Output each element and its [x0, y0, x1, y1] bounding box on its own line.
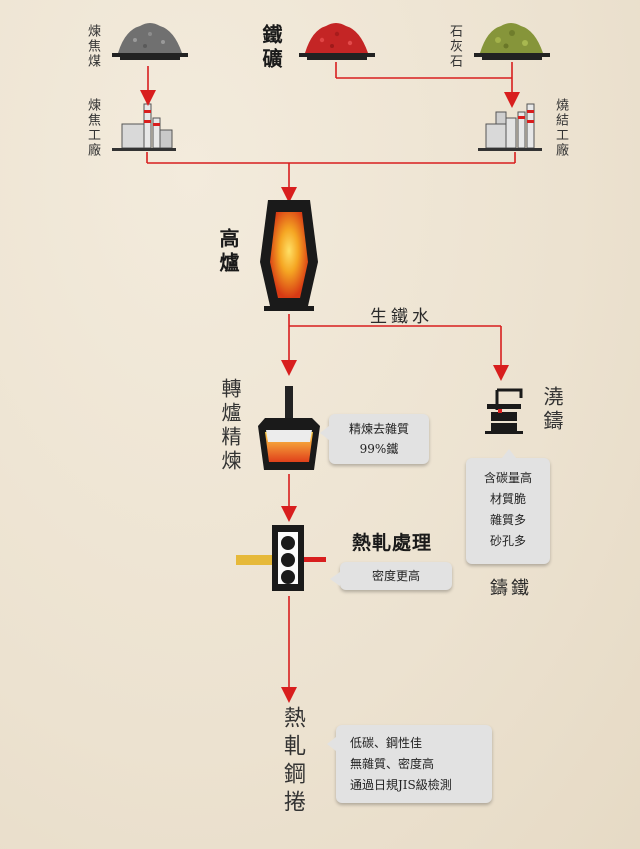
blast-furnace-label: 高爐 — [216, 228, 240, 276]
limestone-label: 石灰石 — [447, 24, 462, 69]
casting-note-line: 砂孔多 — [489, 534, 526, 548]
casting-label: 澆鑄 — [540, 386, 564, 434]
coil-note-line: 通過日規JIS級檢測 — [350, 778, 452, 792]
converter-icon — [258, 386, 320, 470]
converter-note-line: 精煉去雜質 — [348, 422, 409, 436]
hot-rolling-note: 密度更高 — [330, 562, 452, 590]
furnace-arrows — [281, 314, 509, 381]
coke-plant-label: 煉焦工廠 — [85, 98, 100, 158]
converter-note: 精煉去雜質 99%鐵 — [320, 414, 429, 464]
sinter-plant-label: 燒結工廠 — [553, 98, 568, 158]
converter-note-line: 99%鐵 — [359, 442, 399, 456]
casting-note-line: 含碳量高 — [483, 471, 532, 485]
blast-furnace-icon — [260, 200, 318, 311]
rolling-mill-icon — [236, 525, 326, 591]
casting-note: 含碳量高 材質脆 雜質多 砂孔多 — [466, 449, 550, 564]
cast-iron-label: 鑄鐵 — [490, 578, 532, 599]
coil-note-line: 無雜質、密度高 — [350, 757, 435, 771]
material-arrows — [140, 62, 520, 203]
hot-rolling-label: 熱軋處理 — [352, 532, 433, 554]
pig-iron-label: 生鐵水 — [370, 307, 433, 327]
casting-note-line: 材質脆 — [489, 492, 526, 506]
coal-label: 煉焦煤 — [85, 24, 100, 69]
hot-rolling-note-line: 密度更高 — [371, 569, 420, 583]
casting-ladle-icon — [485, 388, 523, 434]
iron-ore-label: 鐵礦 — [259, 24, 283, 72]
iron-ore-pile-icon — [299, 23, 375, 60]
limestone-pile-icon — [474, 23, 550, 60]
coil-note-line: 低碳、鋼性佳 — [350, 736, 423, 750]
converter-label: 轉爐精煉 — [218, 378, 242, 474]
casting-note-line: 雜質多 — [489, 513, 526, 527]
sinter-plant-icon — [478, 103, 542, 151]
coil-label: 熱軋鋼捲 — [280, 706, 305, 818]
coke-plant-icon — [112, 103, 176, 151]
coil-note: 低碳、鋼性佳 無雜質、密度高 通過日規JIS級檢測 — [327, 725, 492, 803]
coal-pile-icon — [112, 23, 188, 60]
